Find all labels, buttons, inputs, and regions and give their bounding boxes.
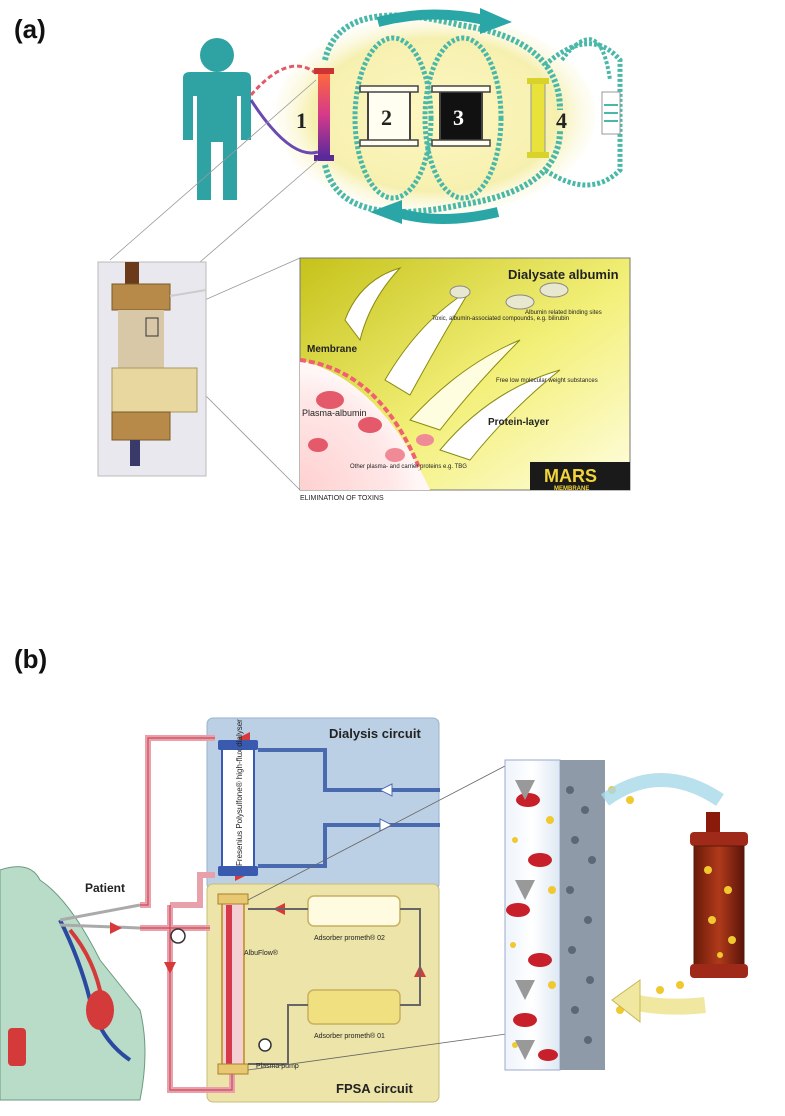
arrow-icon [110,922,122,934]
flow-arrow-top-icon [480,8,512,34]
albumin-binding-label: Albumin related binding sites [525,310,602,316]
adsorber-02-label: Adsorber prometh® 02 [314,934,385,942]
fpsa-diagram: Dialysis circuit FPSA circuit Patient [0,717,748,1103]
patient-figure-icon [183,38,251,200]
adsorber-column-3 [439,89,483,143]
component-number-4: 4 [556,108,567,133]
return-flow-arrow-icon [611,979,641,1024]
adsorber-01 [307,989,401,1025]
circuit-glow [275,15,595,215]
component-number-3: 3 [453,105,464,130]
fpsa-circuit-label: FPSA circuit [336,1081,413,1096]
component-number-2: 2 [381,105,392,130]
mars-logo-box [530,462,630,490]
elimination-label: ELIMINATION OF TOXINS [300,495,384,502]
mars-membrane-illustration: Dialysate albumin Albumin related bindin… [299,257,631,502]
dialyser-label: Fresenius Polysulfone® high-flux dialyse… [235,719,244,866]
panel-b-label: (b) [14,644,48,674]
patient-label: Patient [85,881,125,895]
protein-layer-label: Protein-layer [488,417,549,428]
flow-arrow-bottom-icon [370,200,402,224]
panel-a-label: (a) [14,14,46,44]
dialyzer-column-4 [530,81,546,155]
mars-dialyzer-column [318,72,330,157]
albuflow-label: AlbuFlow® [244,949,279,957]
dialysis-circuit-label: Dialysis circuit [329,726,421,741]
albuflow-filter [221,897,245,1071]
plasma-pump-label: Plasma pump [256,1063,299,1070]
dialysate-albumin-label: Dialysate albumin [508,267,619,282]
blood-pump-icon [170,928,186,944]
mars-membrane-logo-text: MEMBRANE [554,486,589,492]
mars-circuit-diagram: 1 2 3 4 [183,8,623,224]
other-plasma-proteins-label: Other plasma- and carrier proteins e.g. … [350,464,467,470]
device-photo [97,261,207,477]
dialysate-in-arrow-icon [378,783,393,797]
toxic-compounds-label: Toxic, albumin-associated compounds, e.g… [432,316,569,322]
arrow-icon [164,962,176,974]
mars-logo-text: MARS [544,466,597,486]
free-low-molecular-label: Free low molecular weight substances [496,378,598,384]
plasma-albumin-label: Plasma-albumin [302,408,367,418]
fiber-magnification [504,759,724,1071]
membrane-label: Membrane [307,344,357,355]
plasma-pump-icon [258,1038,272,1052]
adsorber-01-label: Adsorber prometh® 01 [314,1032,385,1040]
component-number-1: 1 [296,108,307,133]
adsorber-cartridge-icon [690,812,748,978]
adsorber-02 [307,895,401,927]
